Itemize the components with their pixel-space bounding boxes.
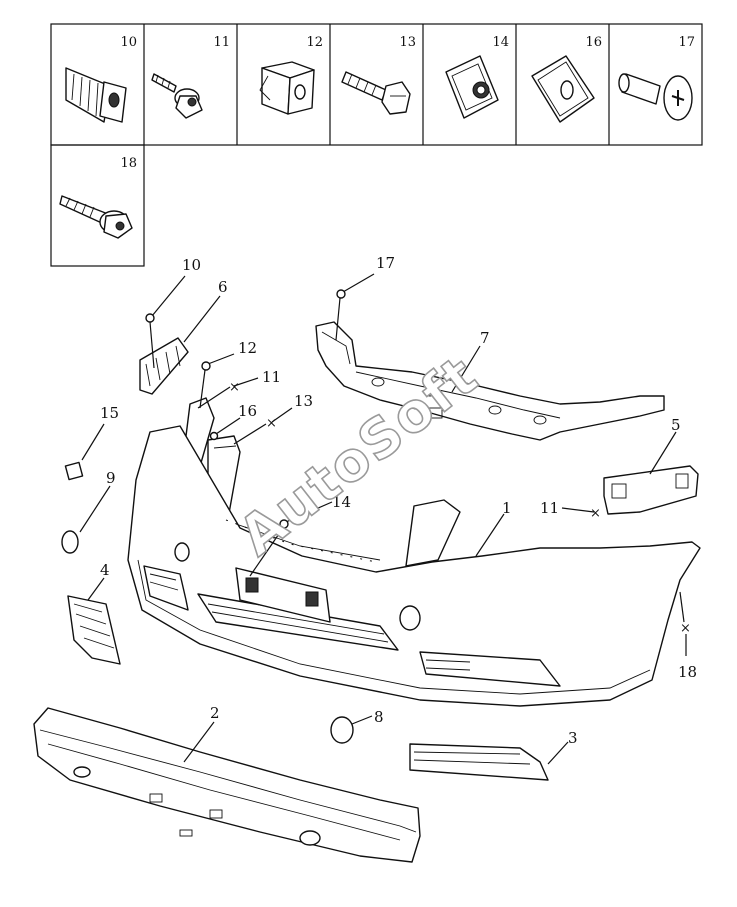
- callout-leaders: × × × ×: [79, 273, 691, 765]
- cell-number-18: 18: [120, 156, 137, 171]
- cell-number-10: 10: [120, 35, 137, 50]
- cell-number-14: 14: [492, 35, 509, 50]
- callout-7: 7: [480, 329, 490, 347]
- hex-bolt-icon: [341, 71, 411, 115]
- cell-number-17: 17: [678, 35, 695, 50]
- part-6-side-bracket: [139, 337, 189, 395]
- callout-4: 4: [100, 561, 110, 579]
- grid-row-1: [50, 23, 703, 146]
- callout-11-right: 11: [540, 499, 559, 517]
- part-7-upper-bracket: [315, 321, 665, 441]
- part-9-plug: [61, 530, 79, 554]
- svg-text:×: ×: [266, 416, 277, 431]
- callout-13: 13: [294, 392, 313, 410]
- part-4-left-grille: [67, 595, 121, 665]
- callout-9: 9: [106, 469, 116, 487]
- callout-numbers: 10 6 17 7 12 11 13 16 15 9 14 1 5 11 4 1…: [100, 254, 697, 747]
- part-15-clip: [64, 461, 84, 481]
- flange-screw-icon: [151, 73, 203, 119]
- cell-number-11: 11: [213, 35, 230, 50]
- svg-text:×: ×: [590, 506, 601, 521]
- push-rivet-clip-icon: [65, 67, 127, 123]
- u-nut-clip-icon: [445, 55, 499, 119]
- callout-2: 2: [210, 704, 220, 722]
- part-8-plug: [330, 716, 354, 744]
- fastener-grid: 10 11 12 13 14 16 17 18: [50, 23, 703, 267]
- phillips-rivet-icon: [618, 73, 693, 121]
- callout-3: 3: [568, 729, 578, 747]
- callout-14: 14: [332, 493, 351, 511]
- tapping-screw-icon: [59, 195, 133, 239]
- callout-18: 18: [678, 663, 697, 681]
- callout-5: 5: [671, 416, 681, 434]
- cell-number-12: 12: [306, 35, 323, 50]
- callout-12: 12: [238, 339, 257, 357]
- part-3-right-grille: [409, 743, 549, 781]
- callout-11-upper: 11: [262, 368, 281, 386]
- callout-10: 10: [182, 256, 201, 274]
- svg-text:×: ×: [229, 380, 240, 395]
- cell-number-16: 16: [585, 35, 602, 50]
- part-2-energy-absorber: [33, 707, 421, 863]
- callout-16: 16: [238, 402, 257, 420]
- grid-row-2: [50, 144, 145, 267]
- cell-number-13: 13: [399, 35, 416, 50]
- square-nut-clip-icon: [259, 61, 315, 115]
- callout-17: 17: [376, 254, 395, 272]
- part-5-right-bracket: [603, 465, 699, 515]
- callout-15: 15: [100, 404, 119, 422]
- part-1-bumper-fascia: [127, 425, 701, 707]
- speed-nut-icon: [531, 55, 595, 123]
- callout-8: 8: [374, 708, 384, 726]
- svg-text:×: ×: [680, 621, 691, 636]
- callout-6: 6: [218, 278, 228, 296]
- callout-1: 1: [502, 499, 512, 517]
